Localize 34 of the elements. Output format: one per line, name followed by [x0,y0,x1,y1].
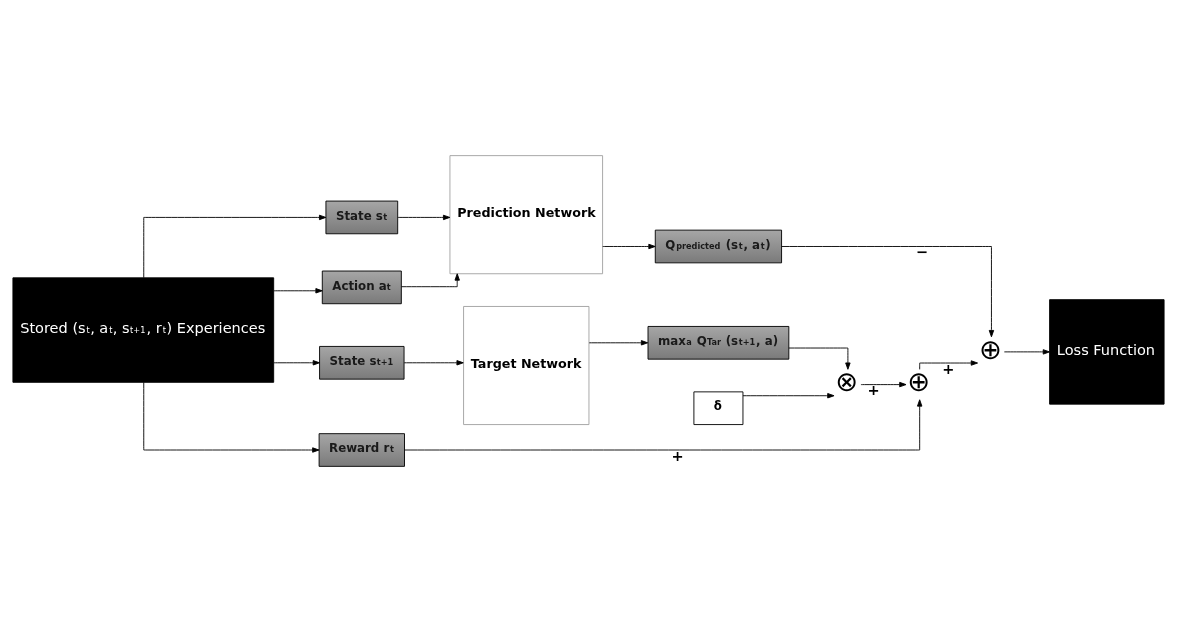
edge-label: + [942,360,955,377]
node-text: ⊗ [835,366,859,398]
arrow [602,243,656,250]
arrow [919,360,979,370]
node-box: Loss Function [1049,299,1165,405]
node-box: Prediction Network [449,155,604,275]
arrow [143,214,327,279]
arrow [1003,349,1051,355]
node-box: State st [325,200,399,235]
node-box: Qpredicted (st, at) [654,229,783,264]
edge-label: − [915,244,929,261]
node-box: Stored (st, at, st+1, rt) Experiences [12,277,275,383]
arrow [397,214,451,221]
node-box: Action at [321,270,402,305]
edge-label: + [867,382,880,399]
node-text: ⊕ [979,333,1003,365]
node-box: Reward rt [318,433,405,467]
arrow [273,288,323,294]
arrow [401,273,460,288]
arrow [403,360,464,366]
arrow [143,381,320,453]
arrow [273,360,320,366]
node-text: ⊕ [907,366,931,398]
node-box: maxa QTar (st+1, a) [647,326,790,360]
arrow [742,393,835,399]
node-box: Target Network [463,306,590,426]
arrow [788,347,851,370]
arrow [781,246,995,338]
node-box: State st+1 [319,345,405,380]
arrow [860,381,907,388]
arrow [404,399,923,451]
node-box: δ [693,391,744,426]
arrow [588,340,649,346]
edge-label: + [671,447,684,464]
